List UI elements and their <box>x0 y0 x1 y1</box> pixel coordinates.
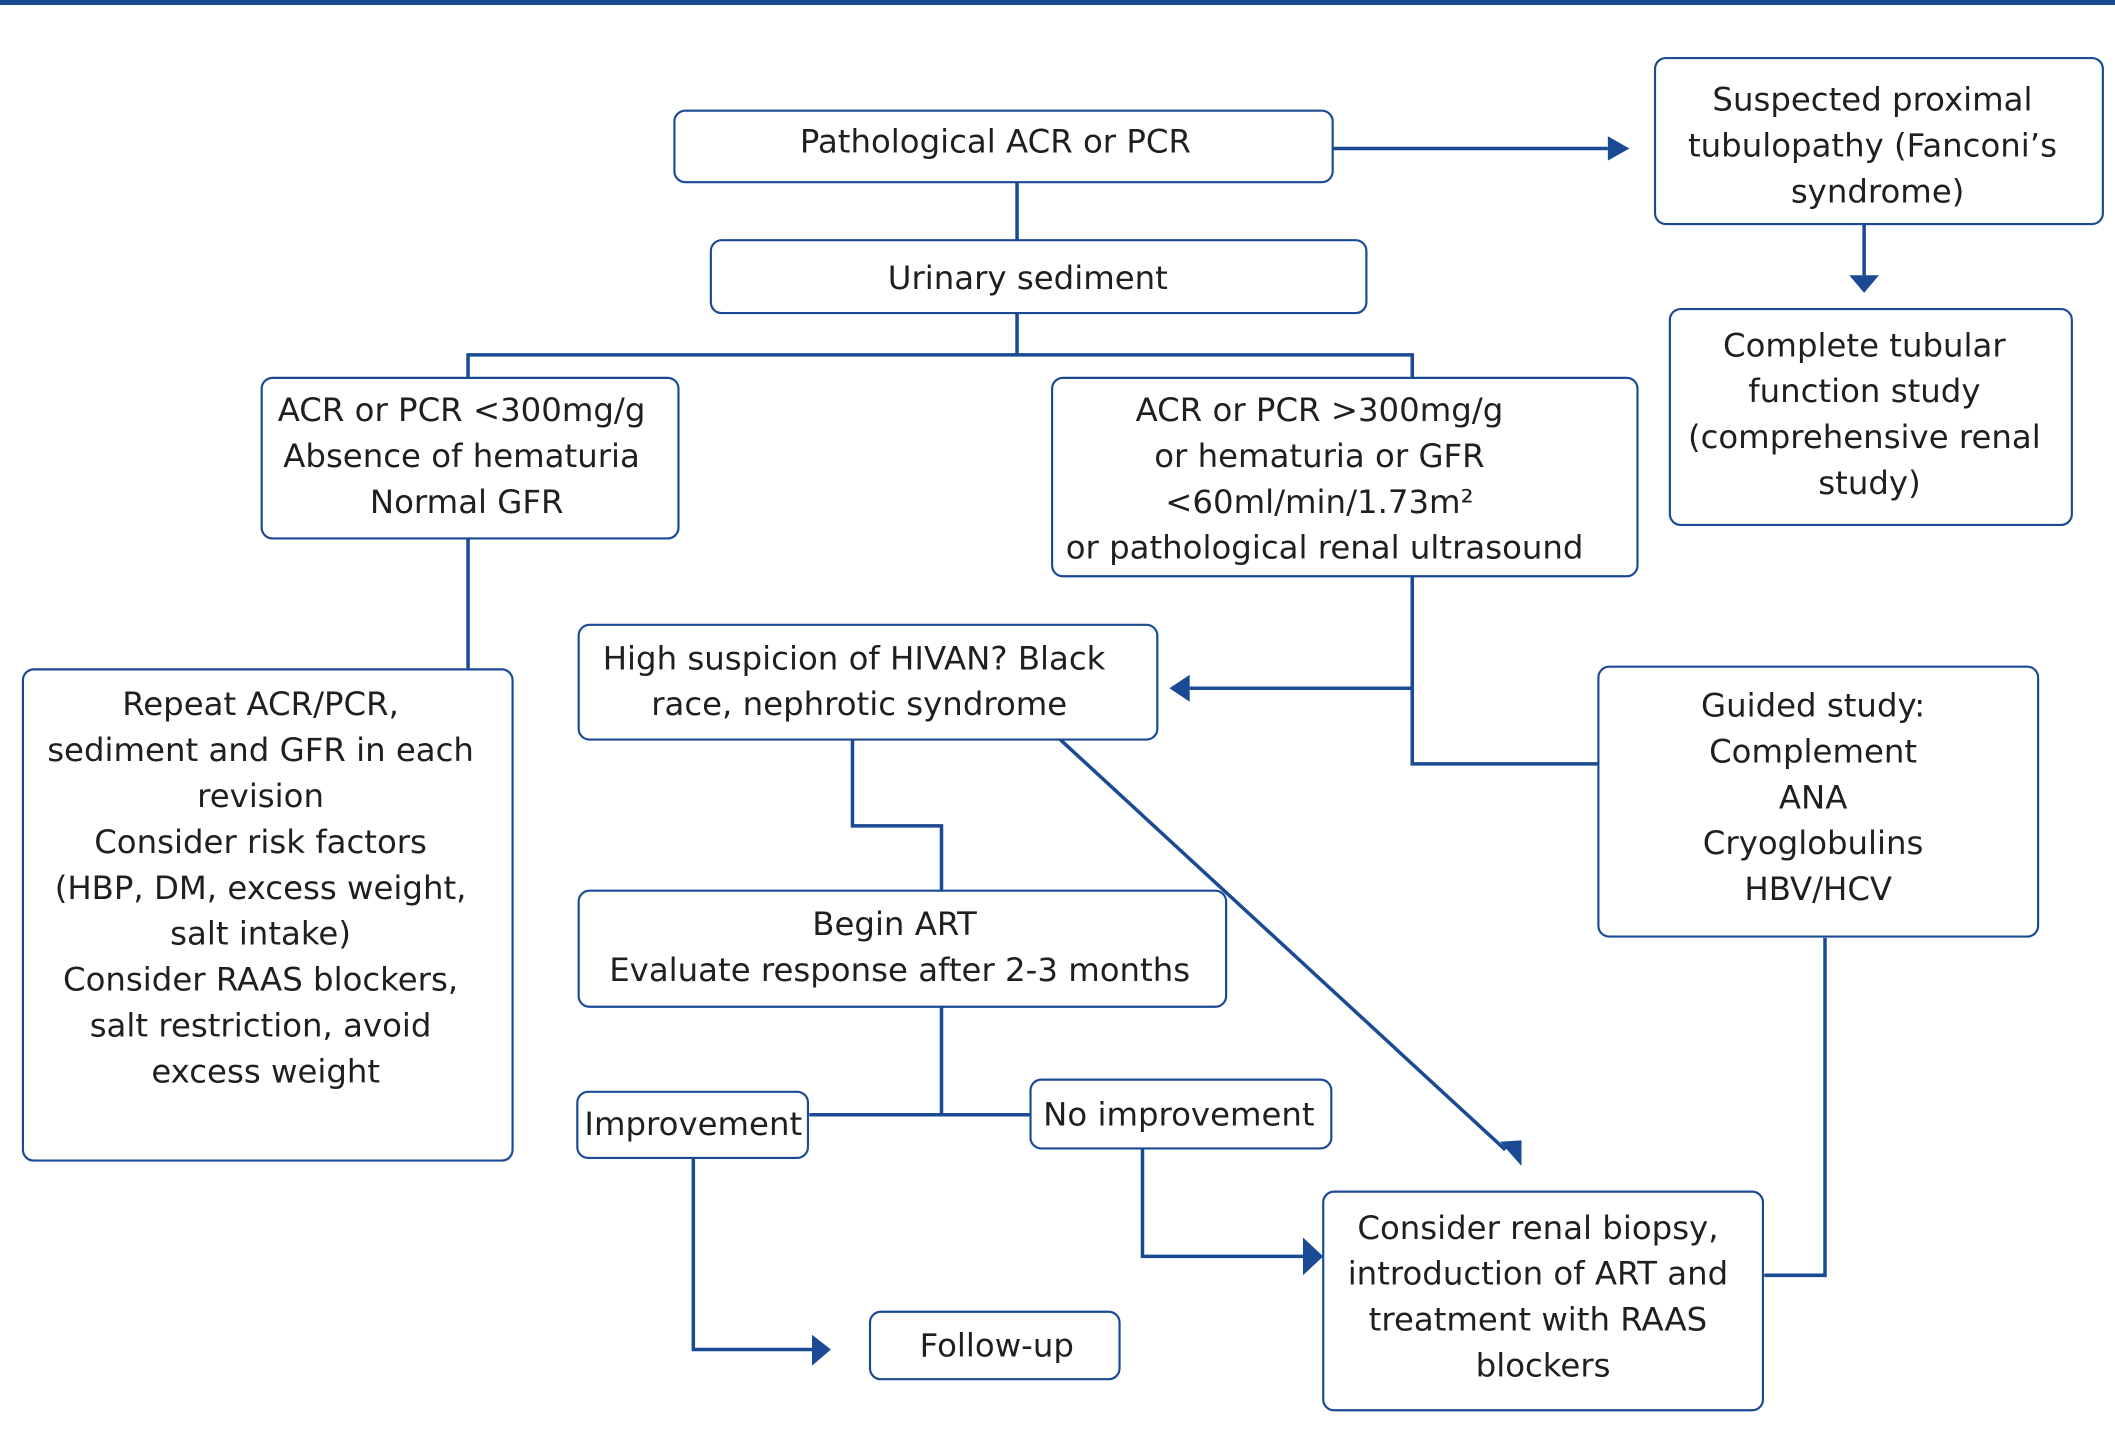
node-label: ACR or PCR <300mg/g Absence of hematuria… <box>278 391 656 521</box>
connector-improvement-to-followup <box>691 1157 814 1352</box>
connector-guided-to-biopsy <box>1764 937 1827 1278</box>
node-fanconi[interactable]: Suspected proximal tubulopathy (Fanconi’… <box>1653 56 2104 226</box>
top-rule <box>0 0 2115 5</box>
node-label: Pathological ACR or PCR <box>800 122 1191 160</box>
node-label: Begin ART Evaluate response after 2-3 mo… <box>609 905 1190 989</box>
node-label: ACR or PCR >300mg/g or hematuria or GFR … <box>1066 391 1584 567</box>
node-improvement[interactable]: Improvement <box>576 1090 810 1159</box>
arrow-right-icon <box>1302 1237 1324 1276</box>
node-repeat-monitoring[interactable]: Repeat ACR/PCR, sediment and GFR in each… <box>21 668 514 1162</box>
node-tubular-study[interactable]: Complete tubular function study (compreh… <box>1668 307 2073 527</box>
node-label: Complete tubular function study (compreh… <box>1688 326 2051 502</box>
node-label: Guided study: Complement ANA Cryoglobuli… <box>1701 687 1936 909</box>
arrow-down-icon <box>1849 275 1879 293</box>
node-no-improvement[interactable]: No improvement <box>1029 1078 1333 1150</box>
node-label: Urinary sediment <box>888 259 1168 297</box>
node-label: Follow-up <box>920 1326 1074 1364</box>
node-hivan-suspicion[interactable]: High suspicion of HIVAN? Black race, nep… <box>577 623 1159 741</box>
arrow-right-icon <box>1607 136 1630 161</box>
connector-hivan-to-biopsy <box>1059 738 1507 1152</box>
connector-sediment-split <box>466 313 1415 378</box>
node-label: No improvement <box>1043 1096 1314 1134</box>
node-label: Consider renal biopsy, introduction of A… <box>1348 1209 1739 1385</box>
node-label: Improvement <box>584 1105 802 1143</box>
node-urinary-sediment[interactable]: Urinary sediment <box>709 239 1368 315</box>
connector-begin-art-split <box>809 1006 1031 1117</box>
connector-hivan-to-begin-art <box>850 739 944 891</box>
arrow-diagonal-icon <box>1499 1140 1522 1166</box>
node-guided-study[interactable]: Guided study: Complement ANA Cryoglobuli… <box>1597 665 2040 938</box>
node-low-acr[interactable]: ACR or PCR <300mg/g Absence of hematuria… <box>260 376 680 540</box>
arrow-right-icon <box>812 1334 831 1366</box>
node-label: Repeat ACR/PCR, sediment and GFR in each… <box>47 685 484 1090</box>
connector-noimprovement-to-biopsy <box>1140 1148 1306 1259</box>
arrow-left-icon <box>1169 674 1190 702</box>
connectors <box>466 136 1879 1366</box>
node-high-acr[interactable]: ACR or PCR >300mg/g or hematuria or GFR … <box>1051 376 1639 578</box>
node-label: High suspicion of HIVAN? Black race, nep… <box>603 639 1116 723</box>
node-label: Suspected proximal tubulopathy (Fanconi’… <box>1688 81 2067 211</box>
node-begin-art[interactable]: Begin ART Evaluate response after 2-3 mo… <box>577 889 1228 1008</box>
connector-high-branch <box>1410 576 1599 766</box>
node-renal-biopsy[interactable]: Consider renal biopsy, introduction of A… <box>1322 1190 1765 1412</box>
node-follow-up[interactable]: Follow-up <box>868 1310 1121 1381</box>
node-pathological[interactable]: Pathological ACR or PCR <box>673 109 1334 184</box>
